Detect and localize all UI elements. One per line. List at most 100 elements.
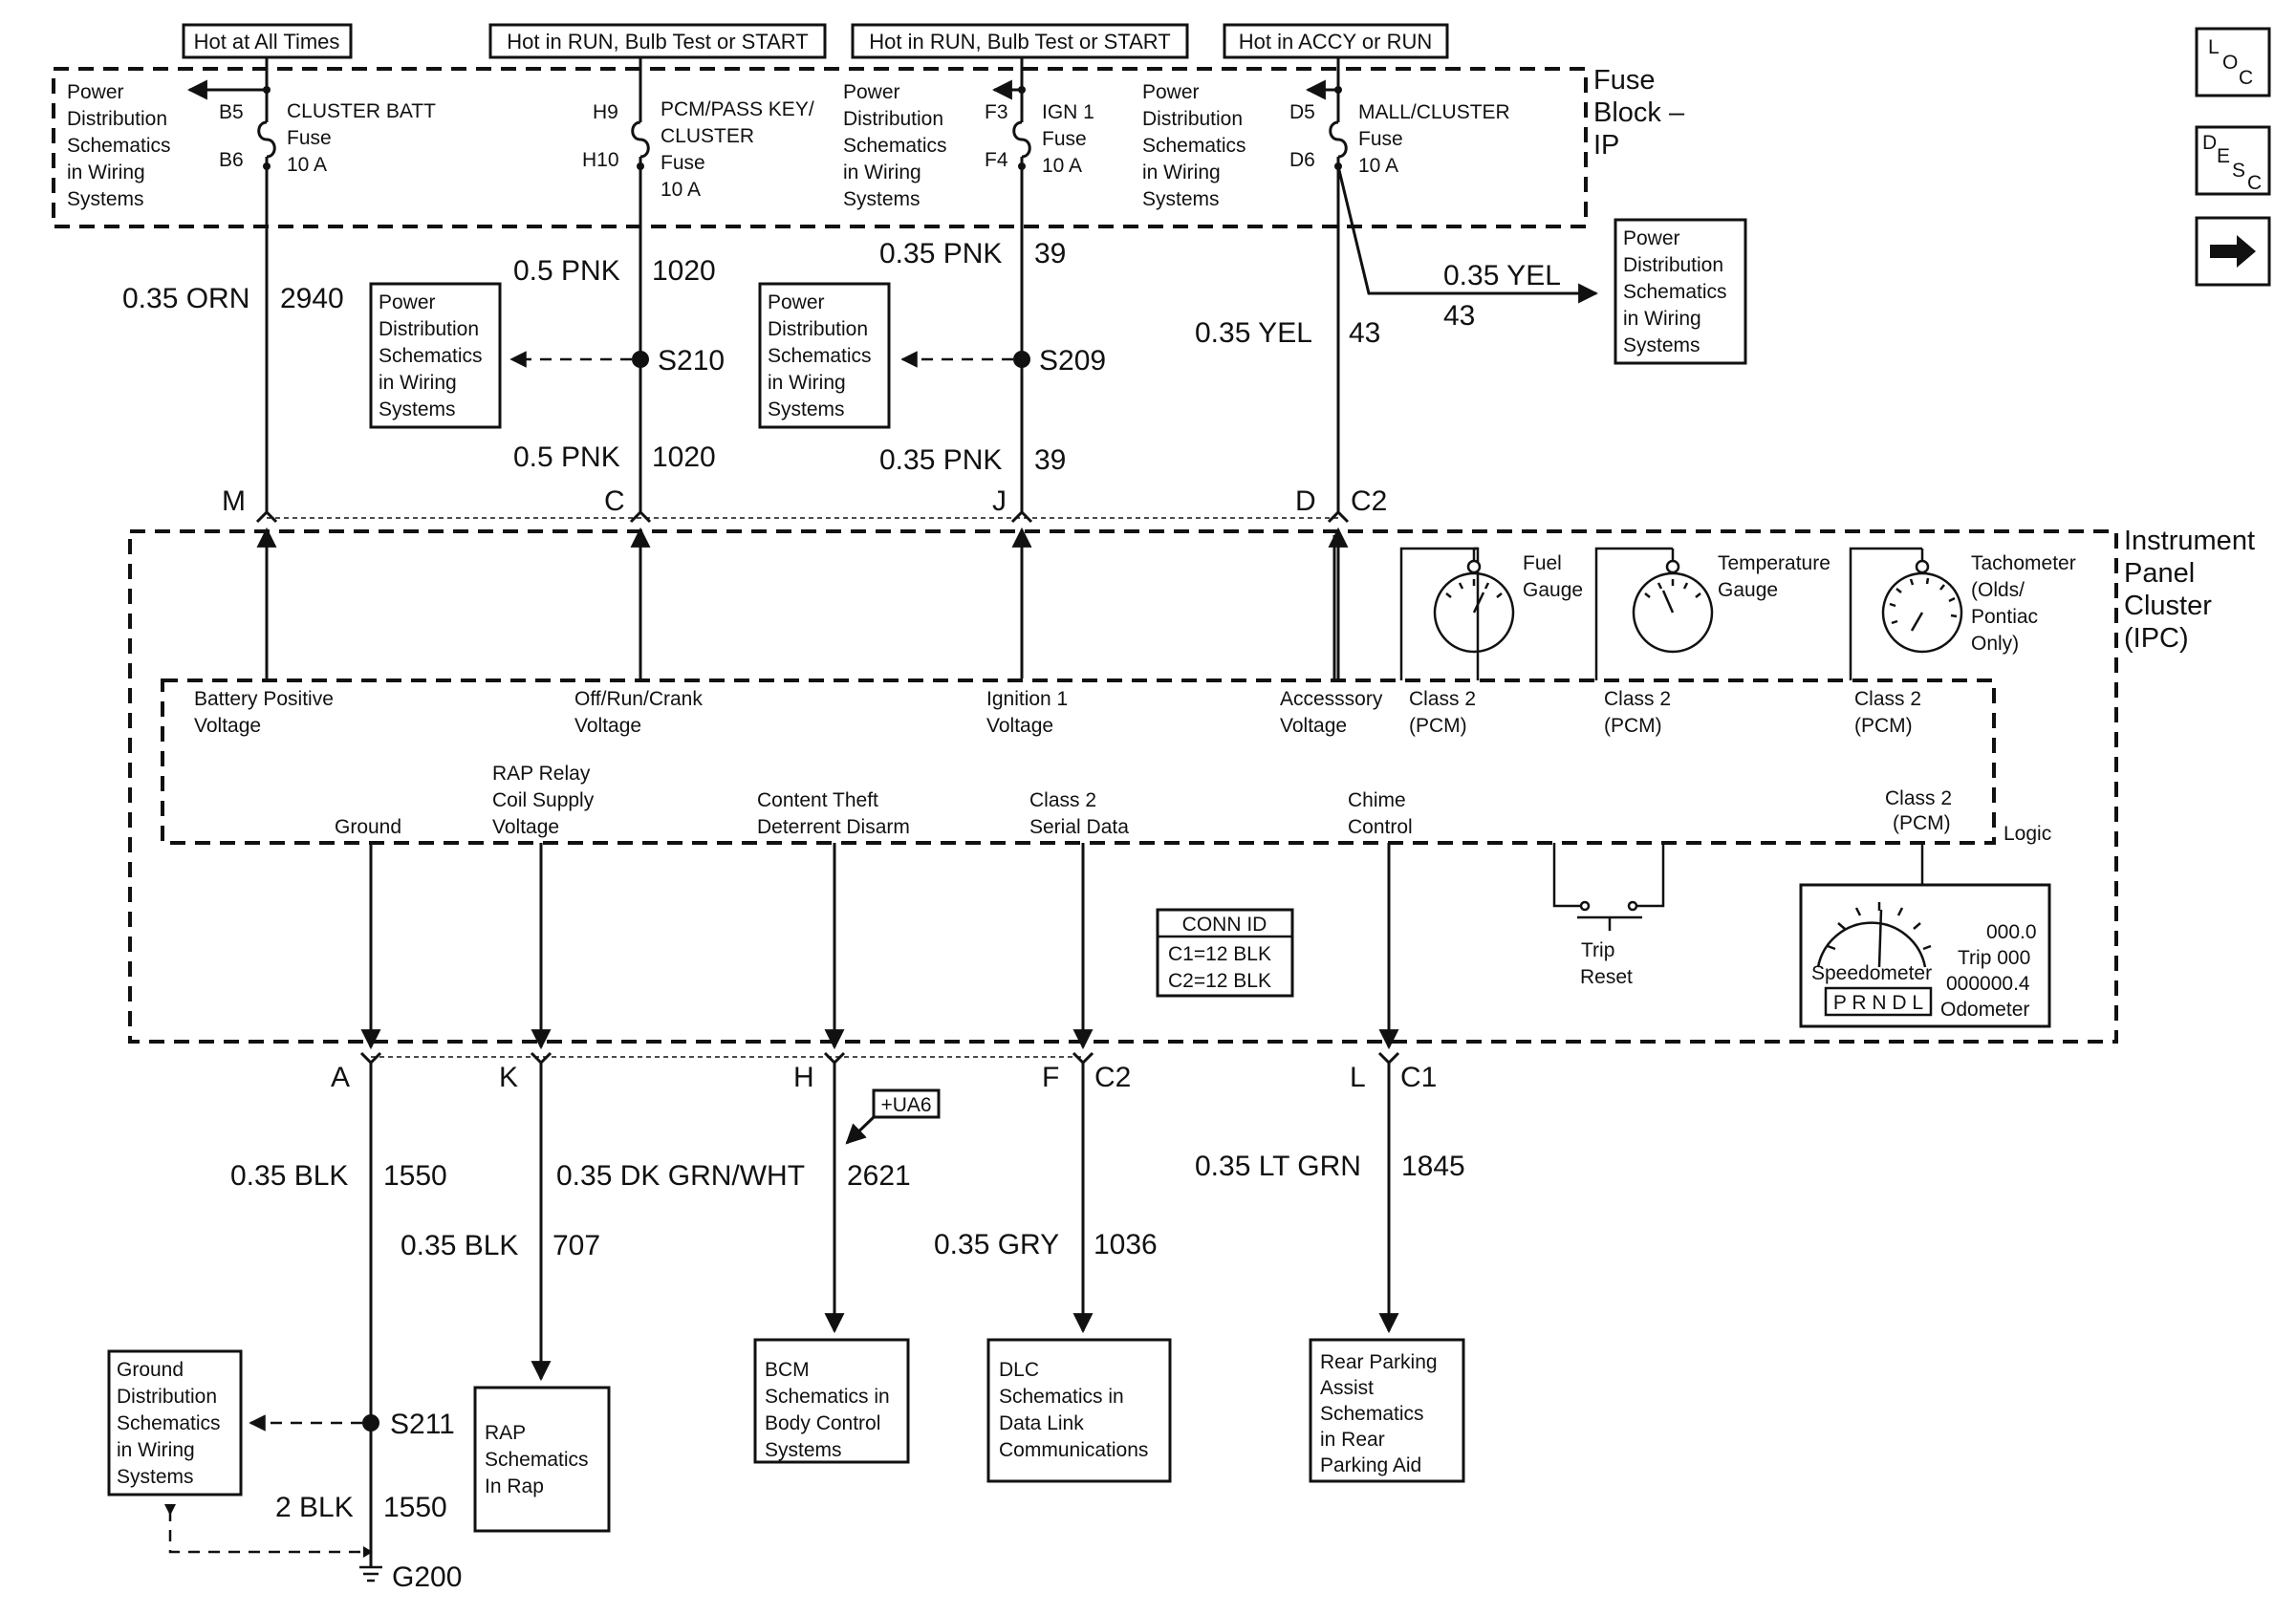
- gds-line: Distribution: [117, 1386, 217, 1408]
- next-arrow-button[interactable]: [2195, 216, 2271, 287]
- fuse-ign-1: F3 F4 IGN 1 Fuse 10 A Power Distribution…: [843, 69, 1094, 210]
- pds-line: Distribution: [843, 108, 943, 130]
- loc-button[interactable]: L O C: [2195, 27, 2271, 97]
- hot-label-3: Hot in RUN, Bulb Test or START: [851, 23, 1189, 59]
- ipc-title: Instrument Panel Cluster (IPC): [2124, 526, 2255, 654]
- ground-wire-size: 2 BLK: [275, 1492, 354, 1523]
- fuel-gauge-label-1: Fuel: [1523, 552, 1562, 574]
- odometer-label: Odometer: [1940, 999, 2029, 1021]
- ipc-output-labels: Ground RAP Relay Coil Supply Voltage Con…: [335, 763, 1952, 838]
- pds-line: Systems: [843, 188, 921, 210]
- dest-line: Schematics in: [999, 1386, 1124, 1408]
- output-rap-3: Voltage: [492, 816, 559, 838]
- wire-2940: 0.35 ORN 2940: [122, 166, 344, 512]
- hot-label-4-text: Hot in ACCY or RUN: [1239, 30, 1433, 54]
- dest-line: RAP: [485, 1422, 526, 1444]
- fuse-4-pin-bottom: D6: [1289, 149, 1315, 171]
- wire-39: 0.35 PNK 39 S209 0.35 PNK 39: [879, 166, 1106, 512]
- temp-gauge-label-2: Gauge: [1718, 579, 1778, 601]
- fuse-3-pin-top: F3: [985, 101, 1008, 123]
- pin-m: M: [222, 485, 246, 517]
- dlc-destination[interactable]: DLC Schematics in Data Link Communicatio…: [986, 1338, 1172, 1483]
- pds-ref-yel[interactable]: Power Distribution Schematics in Wiring …: [1614, 218, 1747, 365]
- pds-ref-s209[interactable]: Power Distribution Schematics in Wiring …: [758, 282, 891, 429]
- fuse-1-type: Fuse: [287, 127, 332, 149]
- connector-lower: A K H F C2 L C1: [331, 1051, 1437, 1093]
- wire-1020-size-upper: 0.5 PNK: [513, 255, 620, 287]
- output-chime-2: Control: [1348, 816, 1413, 838]
- splice-s211: S211: [390, 1409, 455, 1440]
- wire-2940-size: 0.35 ORN: [122, 283, 249, 314]
- wire-43-size: 0.35 YEL: [1195, 317, 1312, 349]
- wire-2621: 0.35 DK GRN/WHT 2621 +UA6: [556, 1063, 941, 1334]
- pds-line: Schematics: [843, 135, 947, 157]
- gds-line: Systems: [117, 1466, 194, 1488]
- pds-line: Systems: [379, 398, 456, 420]
- gds-ref[interactable]: Ground Distribution Schematics in Wiring…: [107, 1349, 243, 1497]
- fuse-1-name: CLUSTER BATT: [287, 100, 436, 122]
- hot-label-2-text: Hot in RUN, Bulb Test or START: [507, 30, 808, 54]
- fuse-block-boundary: [52, 67, 1588, 228]
- output-rap-2: Coil Supply: [492, 789, 595, 811]
- logic-class-1: Class 2: [1885, 787, 1952, 809]
- fuse-4-name: MALL/CLUSTER: [1358, 101, 1510, 123]
- desc-letter: E: [2217, 145, 2230, 167]
- fuse-4-rating: 10 A: [1358, 155, 1398, 177]
- pds-line: Schematics: [768, 345, 872, 367]
- tach-label-1: Tachometer: [1971, 552, 2076, 574]
- pds-ref-s210[interactable]: Power Distribution Schematics in Wiring …: [369, 282, 502, 429]
- logic-class-2: (PCM): [1893, 812, 1951, 834]
- dest-line: Body Control: [765, 1412, 880, 1434]
- logic-boundary: [161, 678, 1996, 845]
- pds-line: Schematics: [1623, 281, 1727, 303]
- temperature-gauge: Temperature Gauge Class 2 (PCM): [1594, 547, 1830, 737]
- fuse-4-pin-top: D5: [1289, 101, 1315, 123]
- pin-k: K: [499, 1062, 518, 1093]
- wire-707: 0.35 BLK 707: [401, 1063, 600, 1382]
- wire-1845-circuit: 1845: [1401, 1151, 1465, 1182]
- bcm-destination[interactable]: BCM Schematics in Body Control Systems: [753, 1338, 910, 1464]
- dest-line: Communications: [999, 1439, 1148, 1461]
- input-battery-2: Voltage: [194, 715, 261, 737]
- dest-line: Assist: [1320, 1377, 1374, 1399]
- fuse-cluster-batt: B5 B6 CLUSTER BATT Fuse 10 A Power Distr…: [67, 69, 436, 210]
- rap-destination[interactable]: RAP Schematics In Rap: [473, 1386, 611, 1533]
- dest-line: DLC: [999, 1359, 1039, 1381]
- pds-line: Systems: [768, 398, 845, 420]
- ground-wire-circuit: 1550: [383, 1492, 447, 1523]
- logic-label: Logic: [2004, 823, 2051, 845]
- fuel-gauge-label-2: Gauge: [1523, 579, 1583, 601]
- speedometer-label: Speedometer: [1811, 962, 1932, 984]
- input-off-run-crank-1: Off/Run/Crank: [574, 688, 703, 710]
- splice-s209-dot: [1013, 351, 1030, 368]
- temp-class-2: (PCM): [1604, 715, 1662, 737]
- fuse-2-pin-bottom: H10: [582, 149, 619, 171]
- pin-d: D: [1295, 485, 1316, 517]
- pds-line: Power: [768, 291, 825, 313]
- ipc-title-2: Panel: [2124, 558, 2195, 589]
- wire-43: 0.35 YEL 43 0.35 YEL 43: [1195, 165, 1599, 512]
- rear-parking-destination[interactable]: Rear Parking Assist Schematics in Rear P…: [1309, 1338, 1465, 1483]
- dest-line: BCM: [765, 1359, 810, 1381]
- wire-2940-circuit: 2940: [280, 283, 344, 314]
- loc-letter: C: [2239, 67, 2253, 89]
- supply-stubs: [265, 57, 1340, 69]
- cluster-display: Speedometer P R N D L 000.0 Trip 000 000…: [1799, 841, 2051, 1028]
- fuse-block-title: Fuse Block – IP: [1593, 65, 1685, 161]
- option-ua6: +UA6: [880, 1094, 931, 1116]
- wire-1020-circuit-upper: 1020: [652, 255, 716, 287]
- ground-point-g200: G200: [392, 1561, 462, 1593]
- prndl-indicator: P R N D L: [1833, 992, 1923, 1014]
- tach-label-3: Pontiac: [1971, 606, 2038, 628]
- gds-line: Schematics: [117, 1412, 221, 1434]
- desc-button[interactable]: D E S C: [2195, 125, 2271, 196]
- wire-43-branch: [1336, 165, 1599, 304]
- output-class2-2: Serial Data: [1029, 816, 1129, 838]
- tach-label-2: (Olds/: [1971, 579, 2025, 601]
- hot-label-1-text: Hot at All Times: [194, 30, 340, 54]
- dest-line: Schematics in: [765, 1386, 890, 1408]
- connector-id-c2-lower: C2: [1094, 1062, 1131, 1093]
- fuel-class-2: (PCM): [1409, 715, 1467, 737]
- fuse-3-pin-bottom: F4: [985, 149, 1008, 171]
